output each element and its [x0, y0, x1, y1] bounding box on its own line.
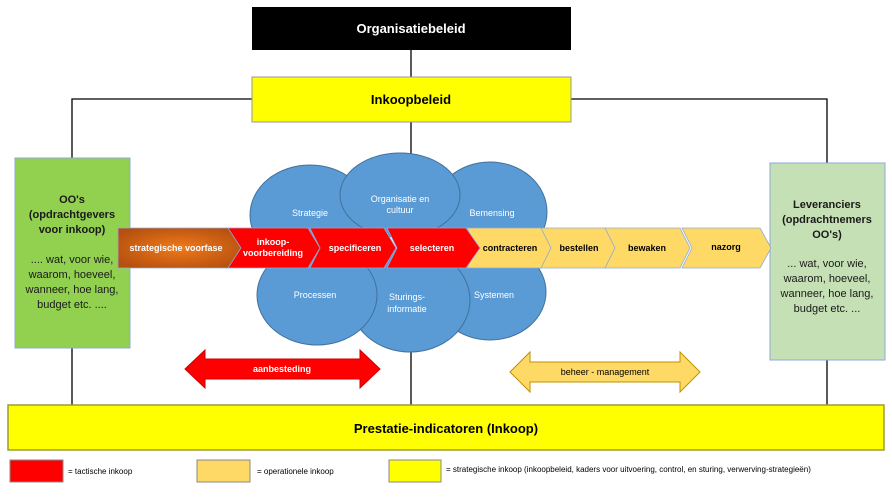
- circle-label-processen: Processen: [294, 290, 337, 300]
- legend-swatch-tactisch: [9, 459, 64, 483]
- circle-label-organisatie-1: Organisatie en: [371, 194, 430, 204]
- opdrachtgevers-box: [14, 157, 131, 349]
- inkoopbeleid-label: Inkoopbeleid: [371, 92, 451, 107]
- prestatie-indicatoren-label: Prestatie-indicatoren (Inkoop): [354, 421, 538, 436]
- phase-label-selecteren: selecteren: [410, 243, 455, 253]
- prestatie-indicatoren-box: [7, 404, 885, 451]
- left-body-4: budget etc. ....: [37, 299, 107, 311]
- phase-label-inkoop-1: inkoop-: [257, 237, 290, 247]
- right-body-2: waarom, hoeveel,: [783, 273, 871, 285]
- phase-label-specificeren: specificeren: [329, 243, 382, 253]
- phase-label-voorfase: strategische voorfase: [129, 243, 222, 253]
- circle-label-sturings-1: Sturings-: [389, 292, 425, 302]
- left-body-2: waarom, hoeveel,: [28, 269, 116, 281]
- left-body-3: wanneer, hoe lang,: [25, 284, 119, 296]
- left-body-1: .... wat, voor wie,: [31, 254, 114, 266]
- phase-label-contracteren: contracteren: [483, 243, 538, 253]
- beheer-arrow: [509, 350, 701, 394]
- right-body-1: ... wat, voor wie,: [787, 258, 866, 270]
- legend-swatch-operationeel: [196, 459, 251, 483]
- beheer-label: beheer - management: [561, 367, 650, 377]
- organisatiebeleid-box: [252, 7, 571, 50]
- phase-label-inkoop-2: voorbereiding: [243, 248, 303, 258]
- right-title-3: OO's): [812, 229, 842, 241]
- phase-label-bestellen: bestellen: [559, 243, 598, 253]
- phase-selecteren: [386, 227, 481, 269]
- right-title-2: (opdrachtnemers: [782, 214, 872, 226]
- legend-label-operationeel: = operationele inkoop: [257, 467, 334, 476]
- right-title-1: Leveranciers: [793, 199, 861, 211]
- phase-nazorg: [681, 227, 772, 269]
- inkoopbeleid-box: [251, 76, 572, 123]
- circle-label-systemen: Systemen: [474, 290, 514, 300]
- circle-label-strategie: Strategie: [292, 208, 328, 218]
- left-title-1: OO's: [59, 194, 85, 206]
- circle-label-bemensing: Bemensing: [469, 208, 514, 218]
- legend-label-tactisch: = tactische inkoop: [68, 467, 133, 476]
- legend-swatch-strategisch: [388, 459, 442, 483]
- right-body-3: wanneer, hoe lang,: [780, 288, 874, 300]
- left-title-3: voor inkoop): [39, 224, 106, 236]
- legend-label-strategisch: = strategische inkoop (inkoopbeleid, kad…: [446, 465, 811, 474]
- circle-label-sturings-2: informatie: [387, 304, 427, 314]
- phase-label-bewaken: bewaken: [628, 243, 666, 253]
- aanbesteding-arrow: [184, 348, 381, 390]
- aanbesteding-label: aanbesteding: [253, 364, 311, 374]
- left-title-2: (opdrachtgevers: [29, 209, 115, 221]
- phase-label-nazorg: nazorg: [711, 242, 741, 252]
- circle-label-organisatie-2: cultuur: [386, 205, 413, 215]
- organisatiebeleid-label: Organisatiebeleid: [356, 21, 465, 36]
- right-body-4: budget etc. ...: [794, 303, 861, 315]
- phase-strategische-voorfase: [117, 227, 242, 269]
- leveranciers-box: [769, 162, 886, 361]
